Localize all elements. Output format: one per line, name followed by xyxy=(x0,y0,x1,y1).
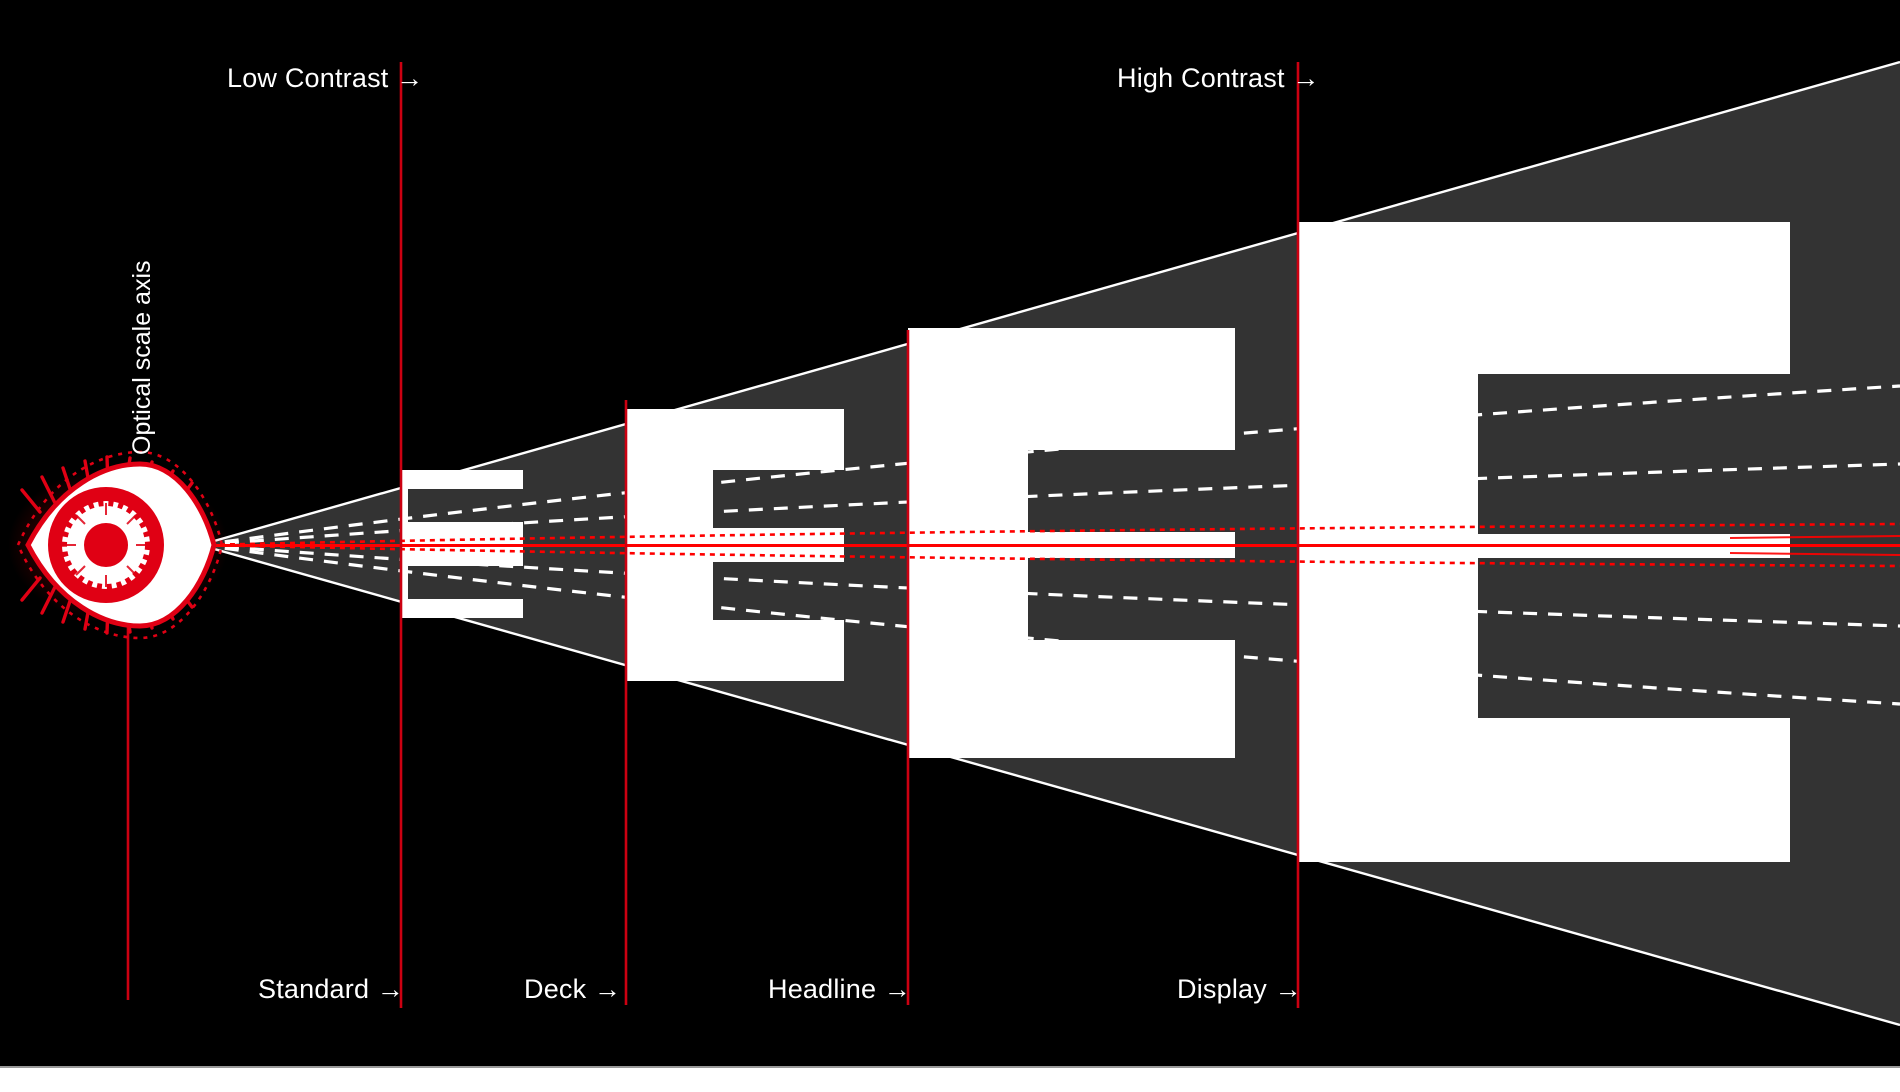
label-display: Display → xyxy=(1177,974,1302,1004)
ray-bundle xyxy=(1729,535,1900,556)
letter-specimen-display xyxy=(1298,222,1790,862)
optical-guide-lines xyxy=(199,384,1900,706)
letter-specimen-headline xyxy=(908,328,1235,758)
label-optical-scale-axis: Optical scale axis xyxy=(128,260,156,455)
bottom-hairline xyxy=(0,1066,1900,1068)
label-deck: Deck → xyxy=(524,974,622,1004)
label-standard: Standard → xyxy=(258,974,405,1004)
label-high-contrast: High Contrast → xyxy=(1117,63,1320,93)
cone-edge-top xyxy=(199,60,1900,547)
label-low-contrast: Low Contrast → xyxy=(227,63,424,93)
vertical-scale-rules xyxy=(126,62,1300,1008)
bottom-white-strip xyxy=(0,1068,1900,1092)
eye-icon xyxy=(8,450,228,640)
label-headline: Headline → xyxy=(768,974,912,1004)
cone-edge-bottom xyxy=(199,543,1900,1027)
